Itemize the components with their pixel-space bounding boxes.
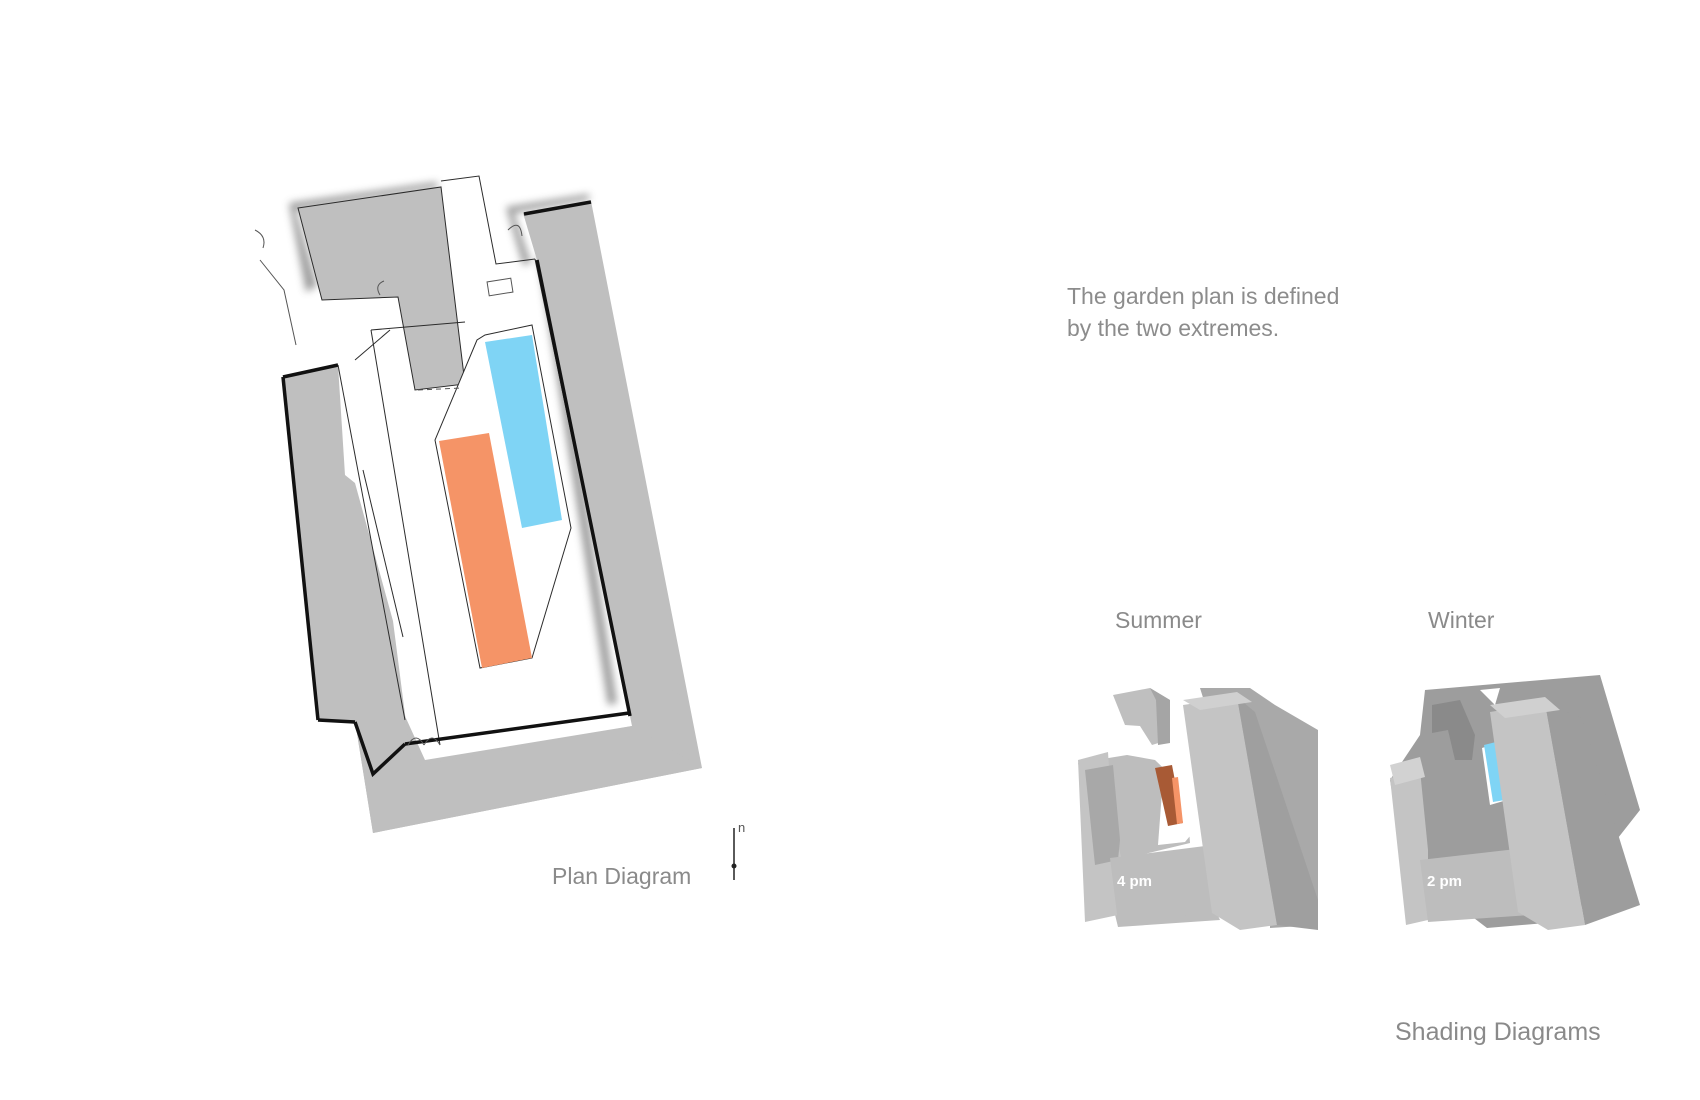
winter-blue-pool [1484,742,1505,802]
winter-tower-face [1490,703,1585,930]
summer-tower-face [1183,697,1277,930]
winter-left-wing [1390,770,1428,925]
summer-top-block-side [1150,688,1170,745]
summer-tower-side [1237,697,1318,930]
intro-line-1: The garden plan is defined [1067,283,1340,309]
winter-tower-side [1545,703,1640,925]
winter-left-wing-top [1390,757,1425,785]
summer-orange-bed-lit [1172,777,1183,824]
winter-label: Winter [1428,607,1495,633]
plan-diagram-caption: Plan Diagram [552,863,692,889]
winter-notch [1480,688,1500,705]
winter-tower-top [1490,697,1560,718]
plan-diagram [254,175,737,880]
plan-building-west [283,365,412,775]
plan-blue-pool [485,335,562,528]
winter-time-label: 2 pm [1427,873,1463,890]
intro-line-2: by the two extremes. [1067,315,1280,341]
shading-diagrams-caption: Shading Diagrams [1395,1018,1601,1046]
plan-dashed-line [417,387,463,391]
plan-building-south [355,716,702,833]
summer-shading-diagram [1078,688,1318,930]
summer-left-wing-dark [1085,765,1120,865]
winter-bottom-bar [1420,848,1530,922]
winter-shading-diagram [1390,675,1640,930]
plan-building-east [355,201,702,833]
plan-orange-bed [439,433,532,668]
summer-top-block [1113,688,1170,745]
summer-time-label: 4 pm [1117,873,1153,890]
winter-top-block [1432,700,1475,760]
plan-building-north [297,186,466,391]
summer-label: Summer [1115,607,1202,633]
intro-text: The garden plan is defined by the two ex… [1067,280,1339,344]
plan-details [254,224,523,746]
plan-thick-walls [281,200,632,778]
summer-upper-roof [1183,692,1252,710]
north-arrow [731,828,737,880]
north-label: n [738,820,746,835]
summer-bottom-bar [1110,845,1222,922]
